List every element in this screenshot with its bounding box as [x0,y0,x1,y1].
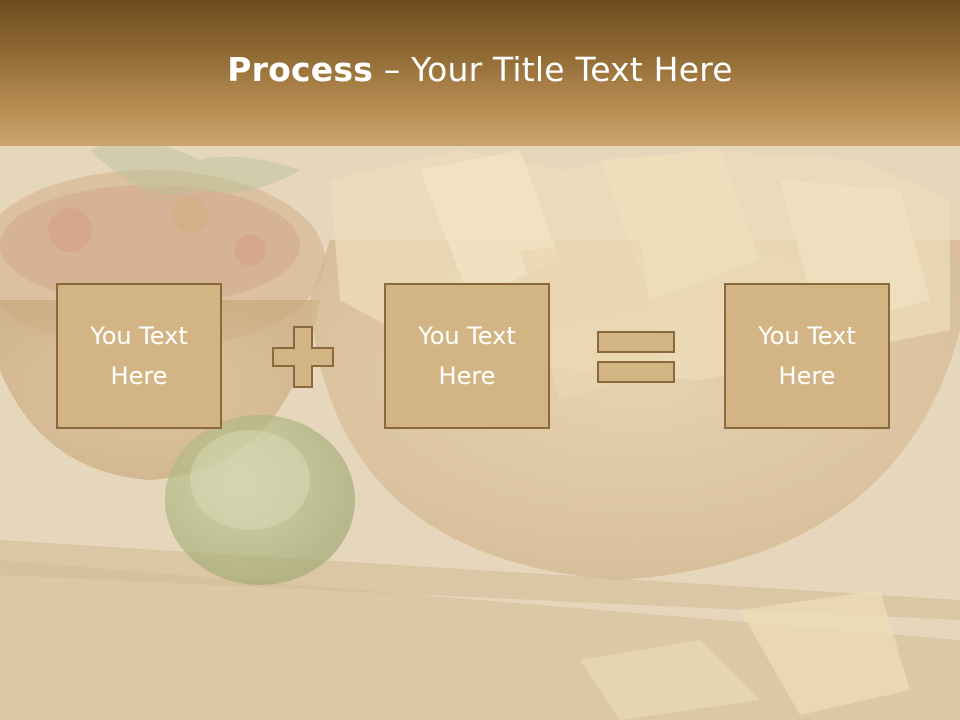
step-1-line-2: Here [110,362,168,390]
process-step-box-3[interactable]: You Text Here [724,283,890,429]
equals-icon[interactable] [597,331,675,383]
step-1-line-1: You Text [90,322,188,350]
process-step-box-1[interactable]: You Text Here [56,283,222,429]
plus-icon[interactable] [272,326,334,388]
slide-title[interactable]: Process – Your Title Text Here [0,50,960,89]
step-3-line-1: You Text [758,322,856,350]
step-2-line-1: You Text [418,322,516,350]
title-text: – Your Title Text Here [373,50,733,89]
step-2-line-2: Here [438,362,496,390]
step-3-line-2: Here [778,362,836,390]
process-step-box-2[interactable]: You Text Here [384,283,550,429]
title-bold-text: Process [227,50,374,89]
title-banner: Process – Your Title Text Here [0,0,960,146]
